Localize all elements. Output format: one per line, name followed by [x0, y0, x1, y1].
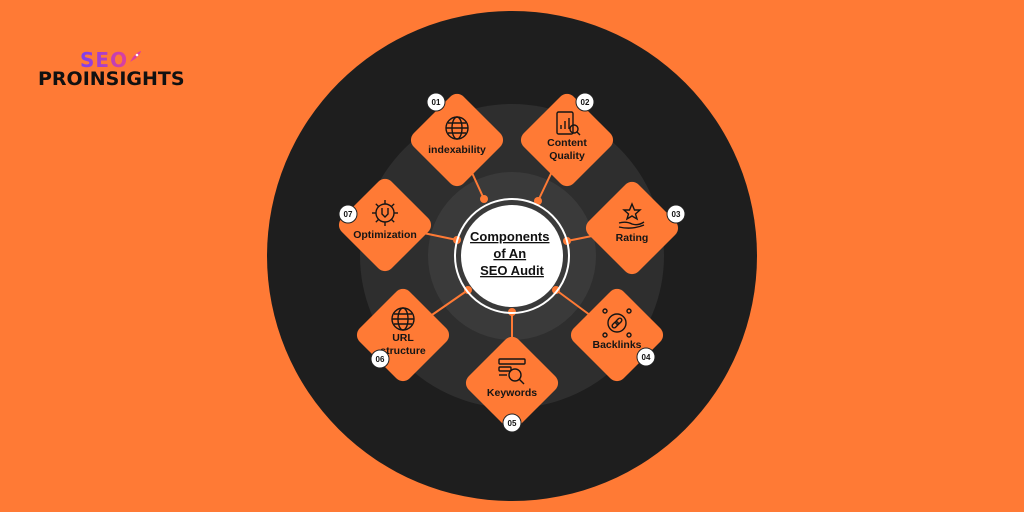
number-badge-text: 01 — [432, 98, 441, 107]
number-badge-text: 06 — [376, 355, 385, 364]
component-panel — [410, 93, 504, 187]
star-hand-icon — [618, 202, 645, 229]
component-label-line: Keywords — [487, 387, 537, 399]
component-label-line: Quality — [549, 150, 585, 162]
component-label: Rating — [616, 232, 649, 244]
keyword-search-icon — [498, 358, 526, 385]
globe-icon — [445, 116, 469, 140]
rocket-icon — [130, 51, 141, 62]
number-badge: 02 — [575, 92, 595, 112]
component-label: indexability — [428, 144, 486, 156]
number-badge: 04 — [636, 347, 656, 367]
component-rating: Rating 03 — [585, 181, 686, 275]
component-optimization: Optimization 07 — [338, 178, 432, 272]
component-label-line: structure — [380, 345, 426, 357]
center-outline — [454, 198, 570, 314]
gear-wrench-icon — [372, 200, 398, 226]
number-badge: 06 — [370, 349, 390, 369]
number-badge: 07 — [338, 204, 358, 224]
connector-dot — [480, 195, 488, 203]
logo-proinsights-text: PROINSIGHTS — [38, 68, 185, 90]
component-label-line: Content — [547, 137, 587, 149]
component-indexability: indexability 01 — [410, 92, 504, 187]
logo-seo-text: SEO — [80, 48, 129, 72]
component-panel — [465, 336, 559, 430]
component-panel — [520, 93, 614, 187]
number-badge: 05 — [502, 413, 522, 433]
document-chart-icon — [556, 111, 581, 136]
component-label-line: Backlinks — [592, 339, 641, 351]
component-keywords: Keywords 05 — [465, 336, 559, 433]
component-label-line: Optimization — [353, 229, 417, 241]
component-label-line: indexability — [428, 144, 486, 156]
brand-logo: SEO PROINSIGHTS — [38, 48, 198, 98]
number-badge: 01 — [426, 92, 446, 112]
number-badge-text: 05 — [508, 419, 517, 428]
connector-dot — [464, 286, 472, 294]
center-title: Components of An SEO Audit — [470, 228, 554, 278]
component-label-line: URL — [392, 332, 414, 344]
component-label: Keywords — [487, 387, 537, 399]
component-label: Optimization — [353, 229, 417, 241]
number-badge-text: 03 — [672, 210, 681, 219]
center-circle — [461, 205, 563, 307]
component-label: Backlinks — [592, 339, 641, 351]
number-badge: 03 — [666, 204, 686, 224]
connector-dot — [534, 197, 542, 205]
link-icon — [602, 308, 632, 338]
globe-icon — [391, 307, 415, 331]
component-label-line: Rating — [616, 232, 649, 244]
number-badge-text: 07 — [344, 210, 353, 219]
connector-dot — [552, 286, 560, 294]
number-badge-text: 02 — [581, 98, 590, 107]
number-badge-text: 04 — [642, 353, 651, 362]
